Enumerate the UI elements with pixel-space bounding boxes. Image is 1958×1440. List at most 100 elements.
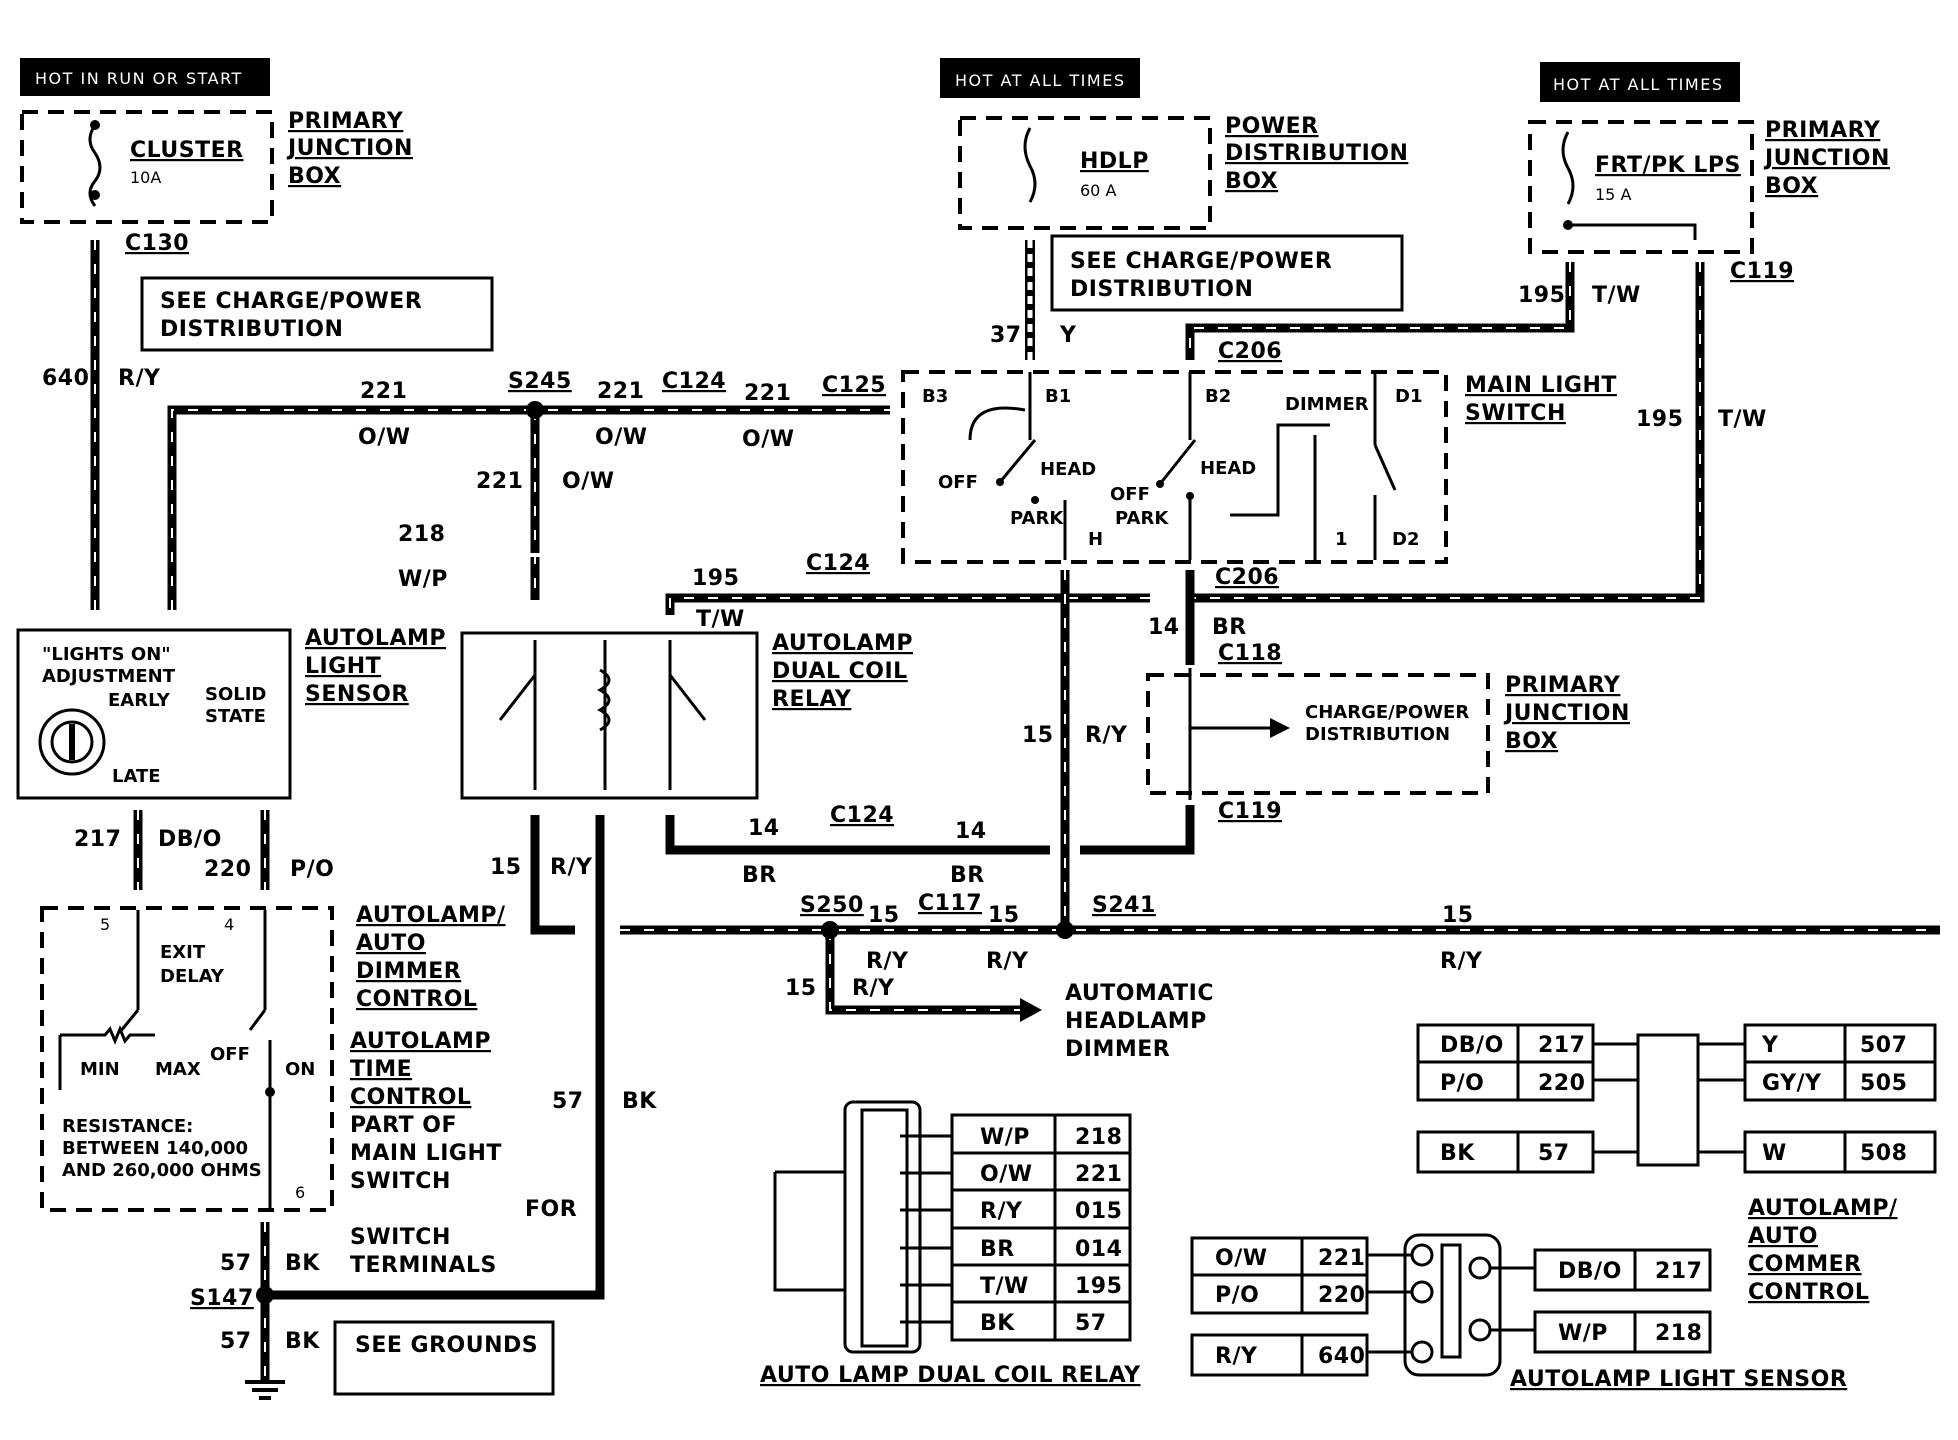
svg-text:221: 221 bbox=[360, 379, 407, 404]
relay-pin-row: O/W 221 bbox=[900, 1151, 1130, 1187]
svg-text:DISTRIBUTION: DISTRIBUTION bbox=[1070, 277, 1253, 302]
svg-text:AUTOLAMP LIGHT SENSOR: AUTOLAMP LIGHT SENSOR bbox=[1510, 1367, 1847, 1392]
svg-text:BOX: BOX bbox=[1765, 174, 1818, 199]
svg-text:14: 14 bbox=[1148, 615, 1180, 640]
svg-text:015: 015 bbox=[1075, 1199, 1122, 1224]
svg-text:217: 217 bbox=[1655, 1259, 1702, 1284]
svg-text:H: H bbox=[1088, 529, 1103, 550]
svg-text:AND 260,000 OHMS: AND 260,000 OHMS bbox=[62, 1160, 262, 1181]
svg-text:4: 4 bbox=[224, 915, 234, 934]
svg-text:C124: C124 bbox=[662, 369, 726, 394]
svg-text:W/P: W/P bbox=[980, 1125, 1030, 1150]
svg-text:BR: BR bbox=[980, 1237, 1015, 1262]
svg-text:640: 640 bbox=[42, 366, 89, 391]
svg-text:AUTO: AUTO bbox=[356, 931, 426, 956]
fuse-hdlp-name: HDLP bbox=[1080, 149, 1149, 174]
svg-text:57: 57 bbox=[220, 1251, 252, 1276]
svg-text:5: 5 bbox=[100, 915, 110, 934]
svg-text:Y: Y bbox=[1059, 323, 1077, 348]
svg-text:195: 195 bbox=[1636, 407, 1683, 432]
svg-text:W/P: W/P bbox=[398, 567, 448, 592]
svg-text:O/W: O/W bbox=[358, 425, 411, 450]
svg-text:RESISTANCE:: RESISTANCE: bbox=[62, 1116, 193, 1137]
svg-text:CONTROL: CONTROL bbox=[1748, 1280, 1869, 1305]
svg-text:014: 014 bbox=[1075, 1237, 1122, 1262]
svg-text:37: 37 bbox=[990, 323, 1022, 348]
fuse-box-hdlp: HDLP 60 A bbox=[958, 116, 1212, 230]
svg-text:195: 195 bbox=[1518, 283, 1565, 308]
svg-text:MAX: MAX bbox=[155, 1059, 201, 1080]
relay-pin-row: BR 014 bbox=[900, 1226, 1130, 1262]
svg-text:EXIT: EXIT bbox=[160, 942, 206, 963]
svg-text:DISTRIBUTION: DISTRIBUTION bbox=[160, 317, 343, 342]
header-hot-run-start: HOT IN RUN OR START bbox=[20, 58, 270, 96]
svg-text:DISTRIBUTION: DISTRIBUTION bbox=[1225, 141, 1408, 166]
svg-text:SWITCH: SWITCH bbox=[350, 1225, 451, 1250]
svg-text:R/Y: R/Y bbox=[986, 949, 1029, 974]
svg-text:BR: BR bbox=[950, 863, 985, 888]
svg-text:C119: C119 bbox=[1218, 799, 1282, 824]
splice-dots bbox=[256, 401, 1074, 1304]
svg-text:T/W: T/W bbox=[1718, 407, 1767, 432]
label-autolamp-auto-dimmer: AUTOLAMP/ AUTO DIMMER CONTROL bbox=[356, 903, 506, 1012]
svg-text:PARK: PARK bbox=[1010, 508, 1064, 529]
label-main-light-switch: MAIN LIGHT SWITCH bbox=[1465, 373, 1616, 426]
svg-text:218: 218 bbox=[398, 522, 445, 547]
svg-text:DUAL COIL: DUAL COIL bbox=[772, 659, 908, 684]
svg-text:BK: BK bbox=[622, 1089, 657, 1114]
svg-text:DIMMER: DIMMER bbox=[356, 959, 461, 984]
svg-text:O/W: O/W bbox=[980, 1162, 1033, 1187]
svg-text:HEADLAMP: HEADLAMP bbox=[1065, 1009, 1207, 1034]
adjustment-knob-icon bbox=[38, 708, 106, 776]
svg-text:C124: C124 bbox=[806, 551, 870, 576]
svg-text:C117: C117 bbox=[918, 891, 982, 916]
svg-text:AUTOLAMP: AUTOLAMP bbox=[305, 626, 446, 651]
label-dual-coil-relay: AUTOLAMP DUAL COIL RELAY bbox=[772, 631, 912, 712]
svg-text:OFF: OFF bbox=[1110, 484, 1150, 505]
svg-text:O/W: O/W bbox=[595, 425, 648, 450]
svg-text:15: 15 bbox=[988, 903, 1020, 928]
svg-text:SEE GROUNDS: SEE GROUNDS bbox=[355, 1333, 538, 1358]
svg-text:217: 217 bbox=[1538, 1033, 1585, 1058]
svg-text:C118: C118 bbox=[1218, 641, 1282, 666]
svg-text:EARLY: EARLY bbox=[108, 690, 171, 711]
fuse-frt-pk-name: FRT/PK LPS bbox=[1595, 153, 1741, 178]
connector-labels: C130 C119 C206 C125 C124 S245 C124 C206 … bbox=[125, 231, 1794, 1311]
svg-text:S241: S241 bbox=[1092, 893, 1156, 918]
svg-text:B3: B3 bbox=[922, 386, 948, 407]
svg-text:SENSOR: SENSOR bbox=[305, 682, 409, 707]
svg-text:BK: BK bbox=[285, 1251, 320, 1276]
svg-text:TIME: TIME bbox=[350, 1057, 412, 1082]
relay-pinout-title: AUTO LAMP DUAL COIL RELAY bbox=[760, 1363, 1141, 1388]
svg-text:R/Y: R/Y bbox=[980, 1199, 1023, 1224]
wire-harness bbox=[90, 240, 1940, 1380]
svg-text:1: 1 bbox=[1335, 529, 1348, 550]
pjb-mid-box: CHARGE/POWER DISTRIBUTION bbox=[1146, 668, 1490, 800]
svg-text:SOLID: SOLID bbox=[205, 684, 266, 705]
label-pjb-right: PRIMARY JUNCTION BOX bbox=[1763, 118, 1889, 199]
fuse-box-frt-pk: FRT/PK LPS 15 A bbox=[1528, 120, 1754, 254]
svg-text:STATE: STATE bbox=[205, 706, 266, 727]
svg-text:15: 15 bbox=[1442, 903, 1474, 928]
svg-text:CHARGE/POWER: CHARGE/POWER bbox=[1305, 702, 1469, 723]
relay-pin-row: BK 57 bbox=[900, 1300, 1130, 1336]
svg-text:ADJUSTMENT: ADJUSTMENT bbox=[42, 666, 176, 687]
svg-text:BOX: BOX bbox=[1225, 169, 1278, 194]
svg-text:57: 57 bbox=[1075, 1311, 1107, 1336]
svg-text:D2: D2 bbox=[1392, 529, 1419, 550]
header-hot-all-times-2: HOT AT ALL TIMES bbox=[1540, 62, 1740, 102]
ground-icon bbox=[245, 1380, 285, 1400]
svg-text:15: 15 bbox=[868, 903, 900, 928]
relay-pin-row: T/W 195 bbox=[900, 1263, 1130, 1299]
main-light-switch: B3 B1 B2 D1 D2 DIMMER HEAD HEAD OFF OFF … bbox=[901, 370, 1448, 564]
svg-text:505: 505 bbox=[1860, 1071, 1907, 1096]
fuse-hdlp-rating: 60 A bbox=[1080, 181, 1116, 200]
svg-text:COMMER: COMMER bbox=[1748, 1252, 1862, 1277]
svg-text:PRIMARY: PRIMARY bbox=[288, 109, 404, 134]
svg-text:14: 14 bbox=[955, 819, 987, 844]
svg-text:W: W bbox=[1762, 1141, 1787, 1166]
note-see-charge-1: SEE CHARGE/POWER DISTRIBUTION bbox=[140, 276, 494, 352]
svg-text:R/Y: R/Y bbox=[852, 976, 895, 1001]
svg-text:BK: BK bbox=[1440, 1141, 1475, 1166]
svg-text:AUTOLAMP/: AUTOLAMP/ bbox=[356, 903, 506, 928]
